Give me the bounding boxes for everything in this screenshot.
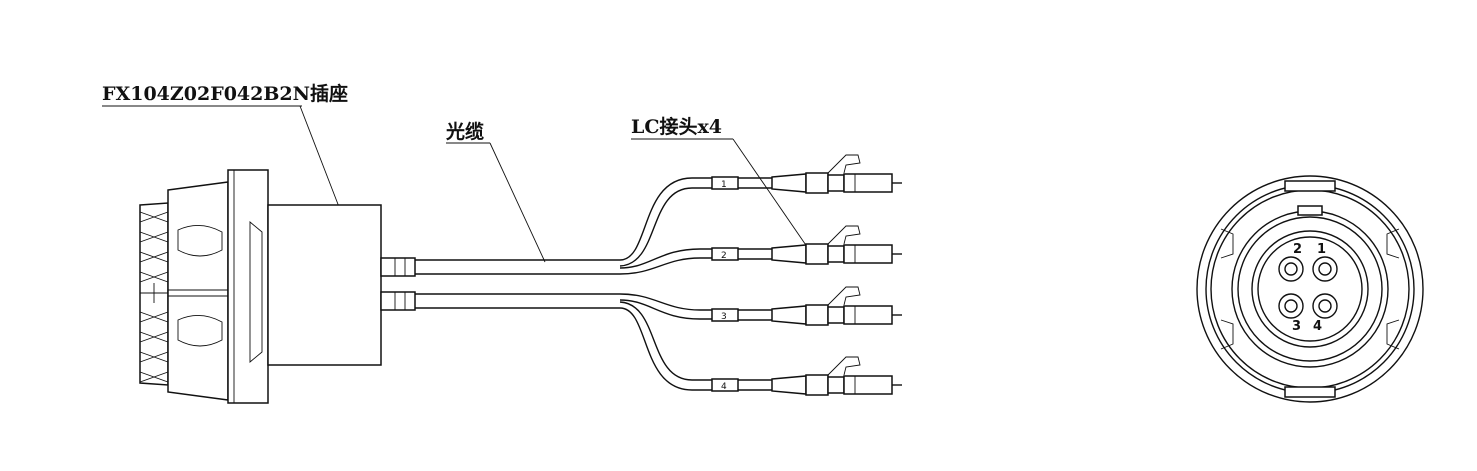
branch-tag-3: 3: [721, 312, 727, 322]
pin-number-2: 2: [1293, 242, 1302, 257]
lc-connector-4: 4: [711, 356, 902, 396]
lc-connector-3: 3: [711, 286, 902, 326]
pin-number-3: 3: [1292, 319, 1301, 334]
pin-number-1: 1: [1317, 242, 1326, 257]
cable-leader-line: [489, 142, 546, 263]
receptacle-front-view: [1196, 175, 1424, 403]
receptacle-label: FX104Z02F042B2N插座: [102, 82, 348, 105]
branch-tag-2: 2: [721, 251, 727, 261]
pin-number-4: 4: [1313, 319, 1322, 334]
lc-leader-line: [732, 138, 813, 255]
branch-tag-4: 4: [721, 382, 727, 392]
receptacle-side-view: [139, 169, 416, 404]
branch-tag-1: 1: [721, 180, 727, 190]
main-cable: [415, 259, 620, 309]
lc-connector-2: 2: [711, 225, 902, 265]
cable-label: 光缆: [445, 120, 484, 143]
lc-connector-1: 1: [711, 154, 902, 194]
fiber-branches: [619, 177, 712, 391]
lc-connector-label: LC接头x4: [631, 116, 722, 138]
